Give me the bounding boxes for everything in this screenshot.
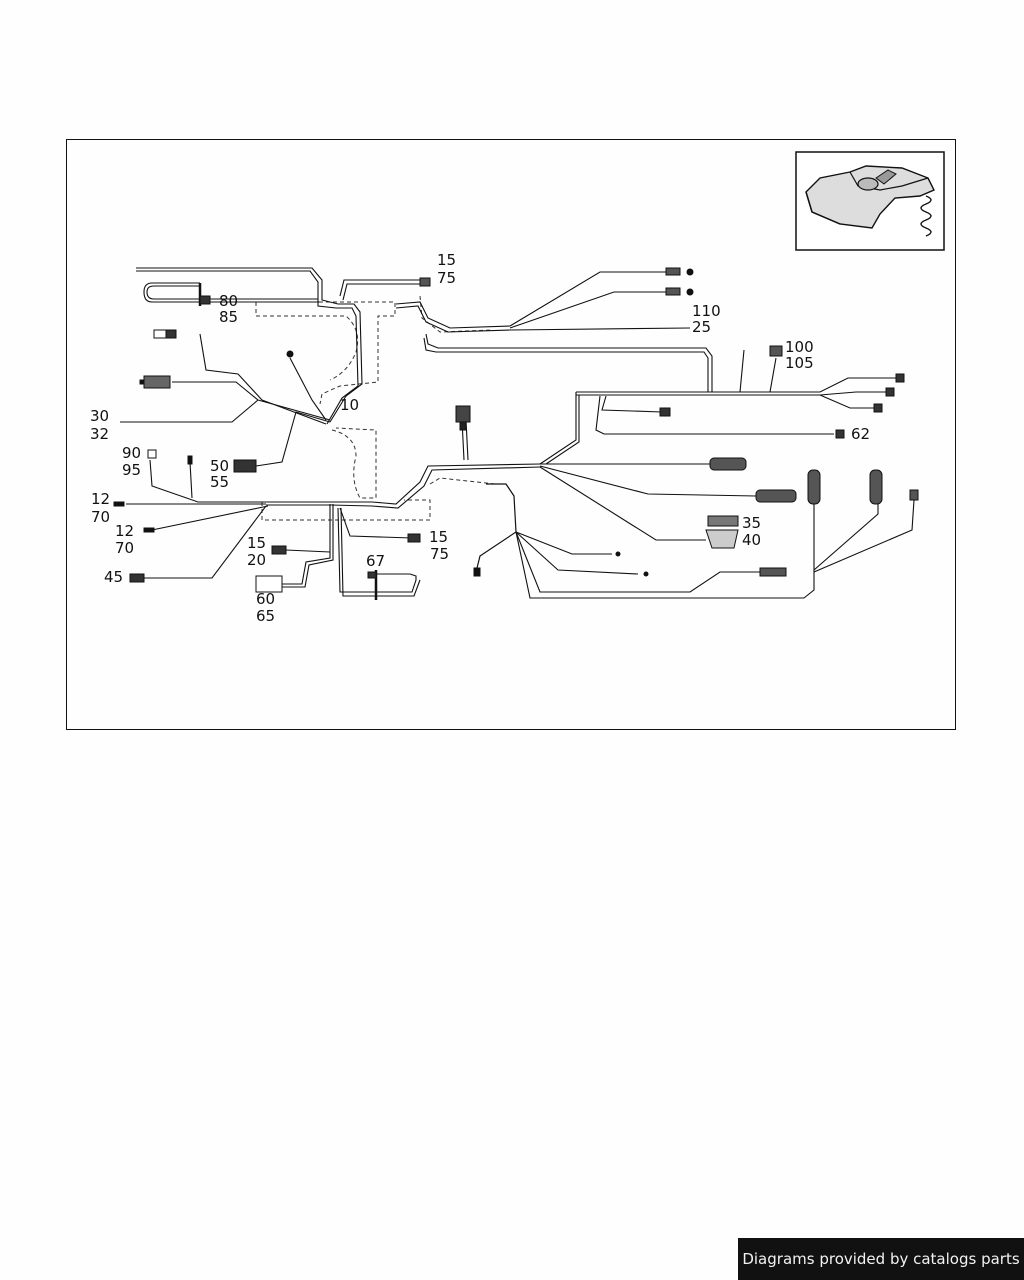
callout-32: 32 — [90, 425, 109, 443]
callout-55: 55 — [210, 473, 229, 491]
callout-40: 40 — [742, 531, 761, 549]
callout-30: 30 — [90, 407, 109, 425]
callout-15-center: 15 — [429, 528, 448, 546]
wiring-harness — [120, 267, 915, 600]
callout-20: 20 — [247, 551, 266, 569]
callout-62: 62 — [851, 425, 870, 443]
callout-95: 95 — [122, 461, 141, 479]
callout-15-left: 15 — [247, 534, 266, 552]
callout-105: 105 — [785, 354, 814, 372]
callout-70-upper: 70 — [91, 508, 110, 526]
callout-25: 25 — [692, 318, 711, 336]
callout-67: 67 — [366, 552, 385, 570]
diagram-frame — [66, 139, 956, 730]
callout-45: 45 — [104, 568, 123, 586]
snowmobile-inset-icon — [795, 151, 945, 251]
callout-15-top: 15 — [437, 251, 456, 269]
callout-10: 10 — [340, 396, 359, 414]
connectors — [113, 267, 919, 593]
callout-50: 50 — [210, 457, 229, 475]
callout-80: 80 — [219, 292, 238, 310]
callout-labels: 15 75 80 85 110 25 100 105 10 30 32 62 9… — [90, 251, 870, 625]
callout-85: 85 — [219, 308, 238, 326]
callout-90: 90 — [122, 444, 141, 462]
callout-12-upper: 12 — [91, 490, 110, 508]
callout-60: 60 — [256, 590, 275, 608]
callout-75-top: 75 — [437, 269, 456, 287]
callout-75-center: 75 — [430, 545, 449, 563]
callout-110: 110 — [692, 302, 721, 320]
callout-70-lower: 70 — [115, 539, 134, 557]
callout-100: 100 — [785, 338, 814, 356]
callout-65: 65 — [256, 607, 275, 625]
callout-12-lower: 12 — [115, 522, 134, 540]
callout-35: 35 — [742, 514, 761, 532]
footer-banner: Diagrams provided by catalogs parts — [738, 1238, 1024, 1280]
